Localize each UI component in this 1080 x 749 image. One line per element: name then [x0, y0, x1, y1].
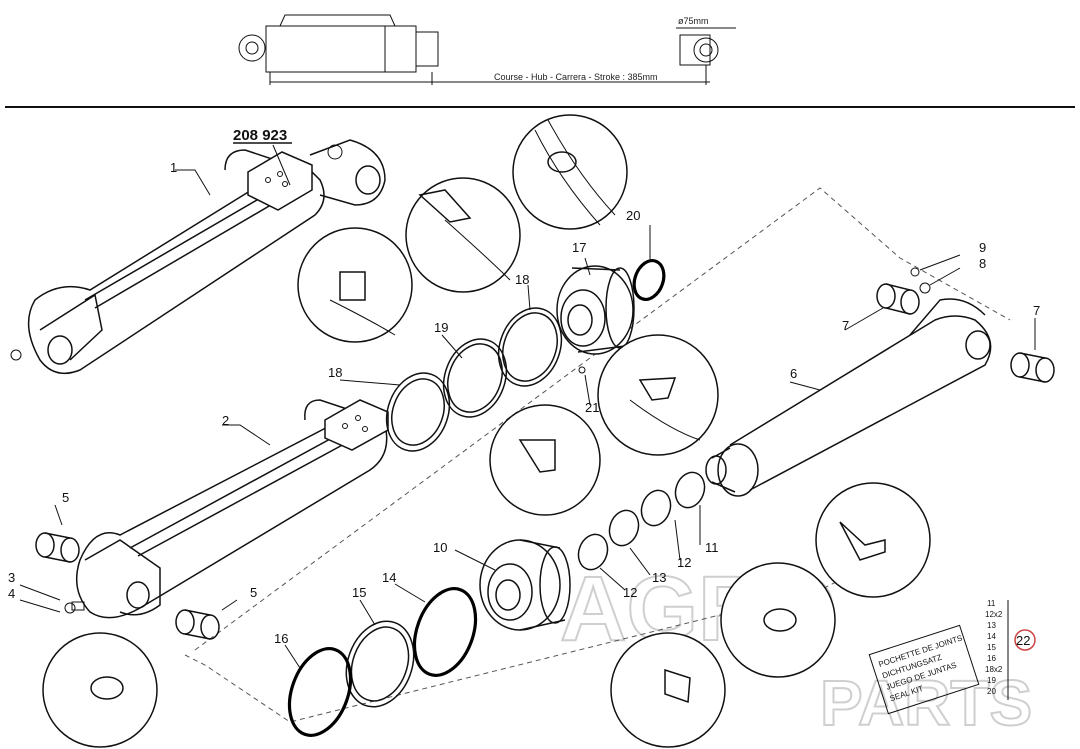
piston-17	[556, 265, 635, 374]
callout-18-lower: 18	[328, 365, 342, 380]
seal-kit-item-7: 18x2	[985, 665, 1003, 674]
callout-8: 8	[979, 256, 986, 271]
seal-kit-item-9: 20	[987, 687, 996, 696]
detail-circles	[42, 114, 931, 748]
callout-16: 16	[274, 631, 288, 646]
callout-5-bottom: 5	[250, 585, 257, 600]
callout-12-lower: 12	[623, 585, 637, 600]
callout-21: 21	[585, 400, 599, 415]
seal-kit-item-2: 12x2	[985, 610, 1003, 619]
cylinder-assembly-1	[10, 139, 386, 375]
callout-15: 15	[352, 585, 366, 600]
bushing-top-5	[35, 532, 80, 563]
callout-22: 22	[1016, 633, 1030, 648]
seal-kit-item-1: 11	[987, 599, 996, 608]
bushing-7-right	[1010, 352, 1055, 383]
callout-13: 13	[652, 570, 666, 585]
part-code-label: 208 923	[233, 127, 287, 144]
callout-7-right: 7	[1033, 303, 1040, 318]
callout-labels: 1 2 3 4 5 5 6 7 7 8 9 10 11 12 12 13 14 …	[8, 160, 1040, 646]
gland-10	[479, 539, 571, 631]
callout-19: 19	[434, 320, 448, 335]
grease-fitting	[64, 601, 85, 614]
callout-5-top: 5	[62, 490, 69, 505]
seal-kit-marker-22	[1014, 629, 1036, 651]
callout-14: 14	[382, 570, 396, 585]
callout-18-upper: 18	[515, 272, 529, 287]
bushing-7-left	[876, 283, 920, 315]
callout-17: 17	[572, 240, 586, 255]
stroke-label: Course - Hub - Carrera - Stroke : 385mm	[494, 72, 658, 82]
callout-10: 10	[433, 540, 447, 555]
cylinder-assembly-2	[75, 399, 389, 619]
callout-2: 2	[222, 413, 229, 428]
watermark-bottom: PARTS	[820, 667, 1032, 739]
callout-1: 1	[170, 160, 177, 175]
piston-rod-6	[705, 298, 992, 497]
callout-11: 11	[705, 540, 719, 555]
callout-20: 20	[626, 208, 640, 223]
seal-kit-item-8: 19	[987, 676, 996, 685]
callout-3: 3	[8, 570, 15, 585]
bushing-bottom-5	[175, 609, 220, 640]
callout-4: 4	[8, 586, 15, 601]
seal-kit-item-4: 14	[987, 632, 996, 641]
callout-6: 6	[790, 366, 797, 381]
seal-rings	[287, 259, 706, 737]
seal-kit-item-6: 16	[987, 654, 996, 663]
leader-lines	[19, 144, 1036, 669]
seal-kit-item-5: 15	[987, 643, 996, 652]
header-sketch: ø75mm Course - Hub - Carrera - Stroke : …	[238, 14, 736, 85]
diameter-label: ø75mm	[678, 16, 709, 26]
callout-9: 9	[979, 240, 986, 255]
callout-12-upper: 12	[677, 555, 691, 570]
callout-7-left: 7	[842, 318, 849, 333]
fittings-8-9	[910, 267, 931, 294]
seal-kit-item-3: 13	[987, 621, 996, 630]
